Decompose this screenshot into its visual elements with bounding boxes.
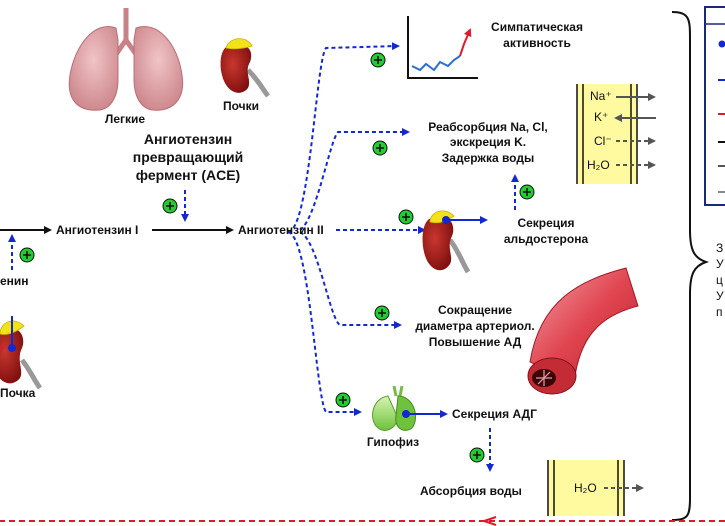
tubule-ions-image <box>576 84 656 184</box>
aldosterone-label-line2: альдостерона <box>503 232 589 246</box>
reabsorption-label-line2: экскреция K. <box>449 135 527 149</box>
right-brace <box>671 11 710 521</box>
angiotensin2-label: Ангиотензин II <box>238 223 324 237</box>
right-text-0: З <box>716 241 724 255</box>
pituitary-label: Гипофиз <box>366 435 420 449</box>
right-text-3: У <box>716 289 724 303</box>
renin-label: енин <box>0 274 29 288</box>
right-text-4: п <box>716 305 723 319</box>
plus-signs <box>19 52 535 463</box>
water-absorption-label: Абсорбция воды <box>420 484 522 498</box>
lungs-label: Легкие <box>104 112 146 126</box>
ace-label-line3: фермент (ACE) <box>135 167 241 183</box>
sympathetic-label-line2: активность <box>503 36 571 50</box>
arteriole-label-line1: Сокращение <box>437 303 513 317</box>
angiotensin1-label: Ангиотензин I <box>56 223 139 237</box>
kidney-left-image <box>0 316 43 390</box>
arteriole-label-line2: диаметра артериол. <box>415 319 535 333</box>
aldosterone-label-line1: Секреция <box>517 216 575 230</box>
kidneys-label: Почки <box>222 99 259 113</box>
ion-h2o-bottom: H₂O <box>574 481 597 495</box>
adh-label: Секреция АДГ <box>452 407 537 421</box>
reabsorption-label-line1: Реабсорбция Na, Cl, <box>428 120 548 134</box>
sympathetic-chart <box>407 16 478 79</box>
reabsorption-label-line3: Задержка воды <box>441 151 535 165</box>
ion-na: Na⁺ <box>590 89 612 103</box>
sympathetic-label-line1: Симпатическая <box>491 20 583 34</box>
right-text-2: ц <box>716 273 723 287</box>
legend-panel <box>704 6 725 206</box>
ang2-branches <box>287 42 519 472</box>
feedback-arrowhead <box>480 516 497 526</box>
ace-label-line2: превращающий <box>132 149 244 165</box>
pituitary-image <box>372 385 448 431</box>
ion-k: K⁺ <box>594 110 609 124</box>
kidney-left-label: Почка <box>0 386 36 400</box>
arteriole-label-line3: Повышение АД <box>428 335 522 349</box>
right-text-1: У <box>716 257 724 271</box>
ace-label-line1: Ангиотензин <box>143 131 233 147</box>
arteriole-image <box>527 267 639 395</box>
tubule-water-image <box>547 460 644 516</box>
ion-cl: Cl⁻ <box>594 134 612 148</box>
lungs-image <box>68 8 184 111</box>
ion-h2o-top: H₂O <box>587 158 610 172</box>
kidney-top-image <box>220 38 271 98</box>
right-text-column: З У ц У п <box>716 240 724 320</box>
kidney-middle-image <box>422 210 488 274</box>
